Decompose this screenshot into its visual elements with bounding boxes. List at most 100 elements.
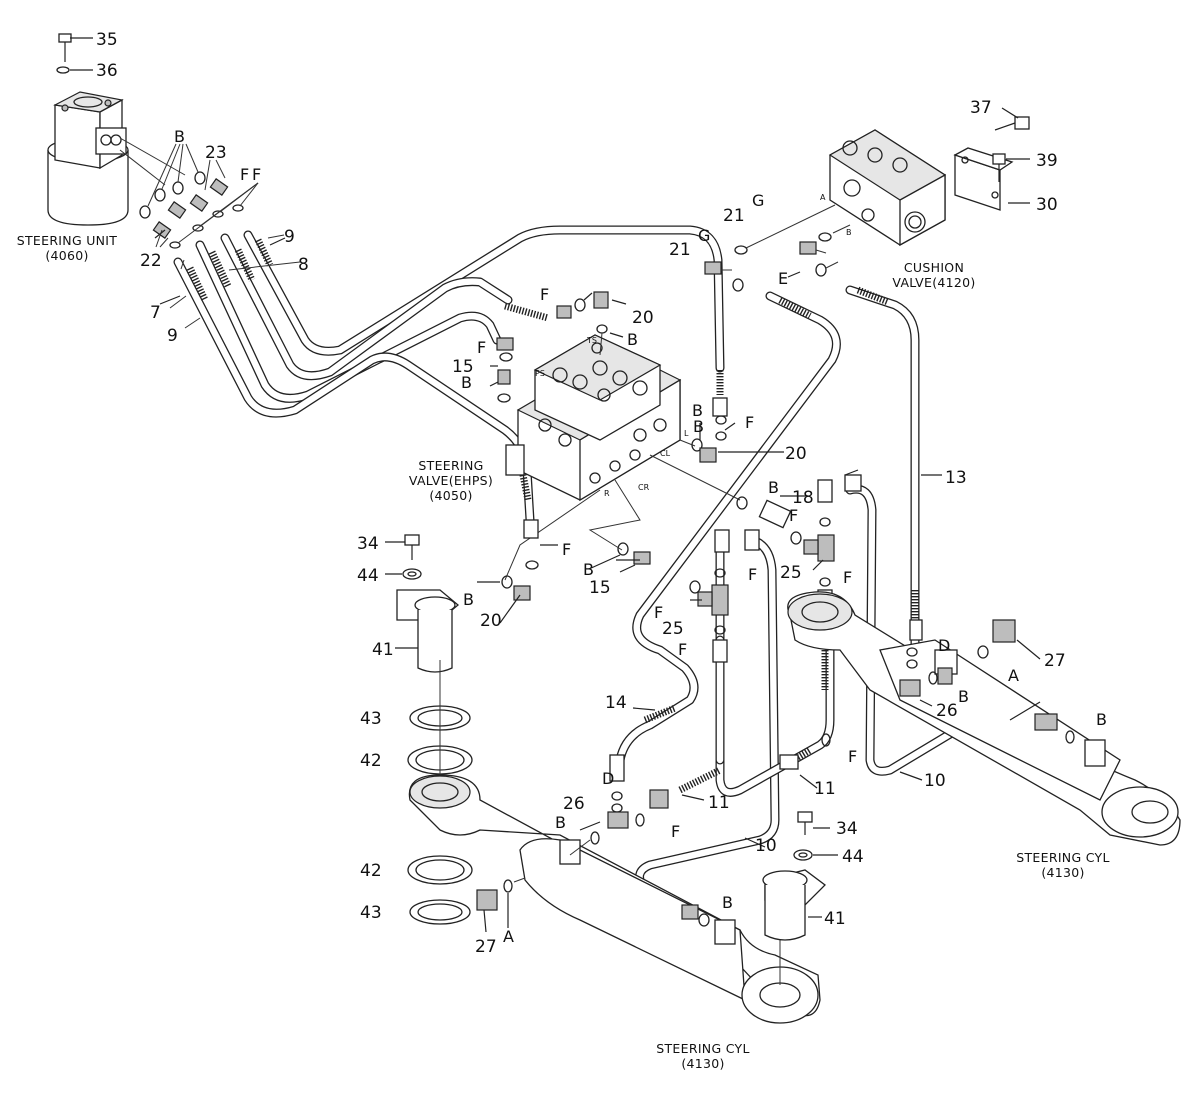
callout-41-right: 41 <box>824 909 846 929</box>
steering-cylinder-bottom <box>408 774 821 1024</box>
caption-steering-valve-code: (4050) <box>429 488 472 503</box>
callout-10-right: 10 <box>924 771 946 791</box>
letter-B-valve-right-2: B <box>693 417 704 436</box>
callout-27-right: 27 <box>1044 651 1066 671</box>
callout-42-upper: 42 <box>360 751 382 771</box>
caption-steering-cyl-bottom-name: STEERING CYL <box>656 1041 749 1056</box>
letter-B-bottom-cyl: B <box>722 893 733 912</box>
port-cl: CL <box>660 449 671 458</box>
letter-D-right: D <box>938 636 950 655</box>
callout-20-top: 20 <box>632 308 654 328</box>
caption-steering-cyl-right-name: STEERING CYL <box>1016 850 1109 865</box>
letter-F-steering-unit-2: F <box>240 165 249 184</box>
letter-F-tee-left-top: F <box>748 565 757 584</box>
letter-E: E <box>778 269 788 288</box>
hose-group <box>173 225 1025 895</box>
letter-B-20-lower: B <box>463 590 474 609</box>
callout-26-left: 26 <box>563 794 585 814</box>
callout-44-right: 44 <box>842 847 864 867</box>
port-ts: TS <box>586 336 597 345</box>
callout-21-upper: 21 <box>723 206 745 226</box>
caption-steering-cyl-right-code: (4130) <box>1041 865 1084 880</box>
caption-steering-unit-name: STEERING UNIT <box>17 233 118 248</box>
callout-25-right: 25 <box>780 563 802 583</box>
letter-labels: B F F B F B B F G G E B F B F B F F F F … <box>174 127 1107 946</box>
washer-44-left <box>385 568 422 580</box>
callout-36: 36 <box>96 61 118 81</box>
callout-10-bottom: 10 <box>755 836 777 856</box>
washer-36 <box>56 66 93 74</box>
cushion-valve <box>828 129 1014 247</box>
callout-18: 18 <box>792 488 814 508</box>
callout-numbers: 35 36 23 22 9 8 7 9 37 39 30 21 21 20 15… <box>96 30 1066 957</box>
callout-23: 23 <box>205 143 227 163</box>
callout-14: 14 <box>605 693 627 713</box>
callout-11-right: 11 <box>814 779 836 799</box>
pin-41-left <box>395 589 460 673</box>
letter-F-tee-left-side: F <box>654 603 663 622</box>
hose-8 <box>220 233 513 381</box>
letter-F-left: F <box>562 540 571 559</box>
steering-unit-orings <box>139 143 301 329</box>
callout-41-left: 41 <box>372 640 394 660</box>
callout-22: 22 <box>140 251 162 271</box>
letter-F-tee-right: F <box>843 568 852 587</box>
letter-F-valve-top: F <box>540 285 549 304</box>
callout-7: 7 <box>150 303 161 323</box>
letter-G-upper: G <box>752 191 764 210</box>
callout-35: 35 <box>96 30 118 50</box>
callout-9-lower: 9 <box>167 326 178 346</box>
caption-steering-valve-line1: STEERING <box>418 458 483 473</box>
bushing-42-left-lower <box>407 855 473 885</box>
port-l: L <box>684 429 689 438</box>
letter-F-steering-unit: F <box>252 165 261 184</box>
callout-30: 30 <box>1036 195 1058 215</box>
callout-42-lower: 42 <box>360 861 382 881</box>
letter-A-right: A <box>1008 666 1019 685</box>
callout-39: 39 <box>1036 151 1058 171</box>
captions: STEERING UNIT (4060) STEERING VALVE(EHPS… <box>17 233 1110 1071</box>
letter-F-18: F <box>789 506 798 525</box>
steering-cylinder-right <box>787 591 1181 846</box>
caption-steering-cyl-bottom-code: (4130) <box>681 1056 724 1071</box>
bolt-37 <box>994 107 1030 131</box>
letter-B-steering-unit: B <box>174 127 185 146</box>
letter-B-valve-top: B <box>627 330 638 349</box>
washer-44-right <box>793 849 838 861</box>
port-cr: CR <box>638 483 650 492</box>
shim-43-left-lower <box>409 899 471 925</box>
steering-unit <box>47 91 186 226</box>
caption-steering-unit-code: (4060) <box>45 248 88 263</box>
callout-9-upper: 9 <box>284 227 295 247</box>
callout-27-bottom: 27 <box>475 937 497 957</box>
letter-F-valve-left: F <box>477 338 486 357</box>
letter-B-15: B <box>583 560 594 579</box>
caption-steering-valve-line2: VALVE(EHPS) <box>409 473 493 488</box>
letter-G-lower: G <box>698 226 710 245</box>
pin-41-right <box>762 869 826 941</box>
port-r: R <box>604 489 610 498</box>
caption-cushion-valve-line1: CUSHION <box>904 260 964 275</box>
callout-25-left: 25 <box>662 619 684 639</box>
port-ps: PS <box>535 369 545 378</box>
cylinder-fittings <box>476 619 1075 927</box>
bolt-35 <box>58 33 93 62</box>
bolt-34-left <box>385 534 420 560</box>
letter-A-bottom: A <box>503 927 514 946</box>
bolt-39 <box>992 153 1030 182</box>
bolt-34-right <box>797 811 830 835</box>
callout-34-left: 34 <box>357 534 379 554</box>
callout-13: 13 <box>945 468 967 488</box>
callout-15-lower: 15 <box>589 578 611 598</box>
callout-26-right: 26 <box>936 701 958 721</box>
caption-cushion-valve-line2: VALVE(4120) <box>892 275 975 290</box>
callout-21-lower: 21 <box>669 240 691 260</box>
callout-11-left: 11 <box>708 793 730 813</box>
cushion-fittings <box>704 204 851 292</box>
letter-F-tee-left-bottom: F <box>678 640 687 659</box>
letter-B-18: B <box>768 478 779 497</box>
letter-F-valve-right: F <box>745 413 754 432</box>
letter-D-left: D <box>602 769 614 788</box>
letter-F-11-right: F <box>848 747 857 766</box>
